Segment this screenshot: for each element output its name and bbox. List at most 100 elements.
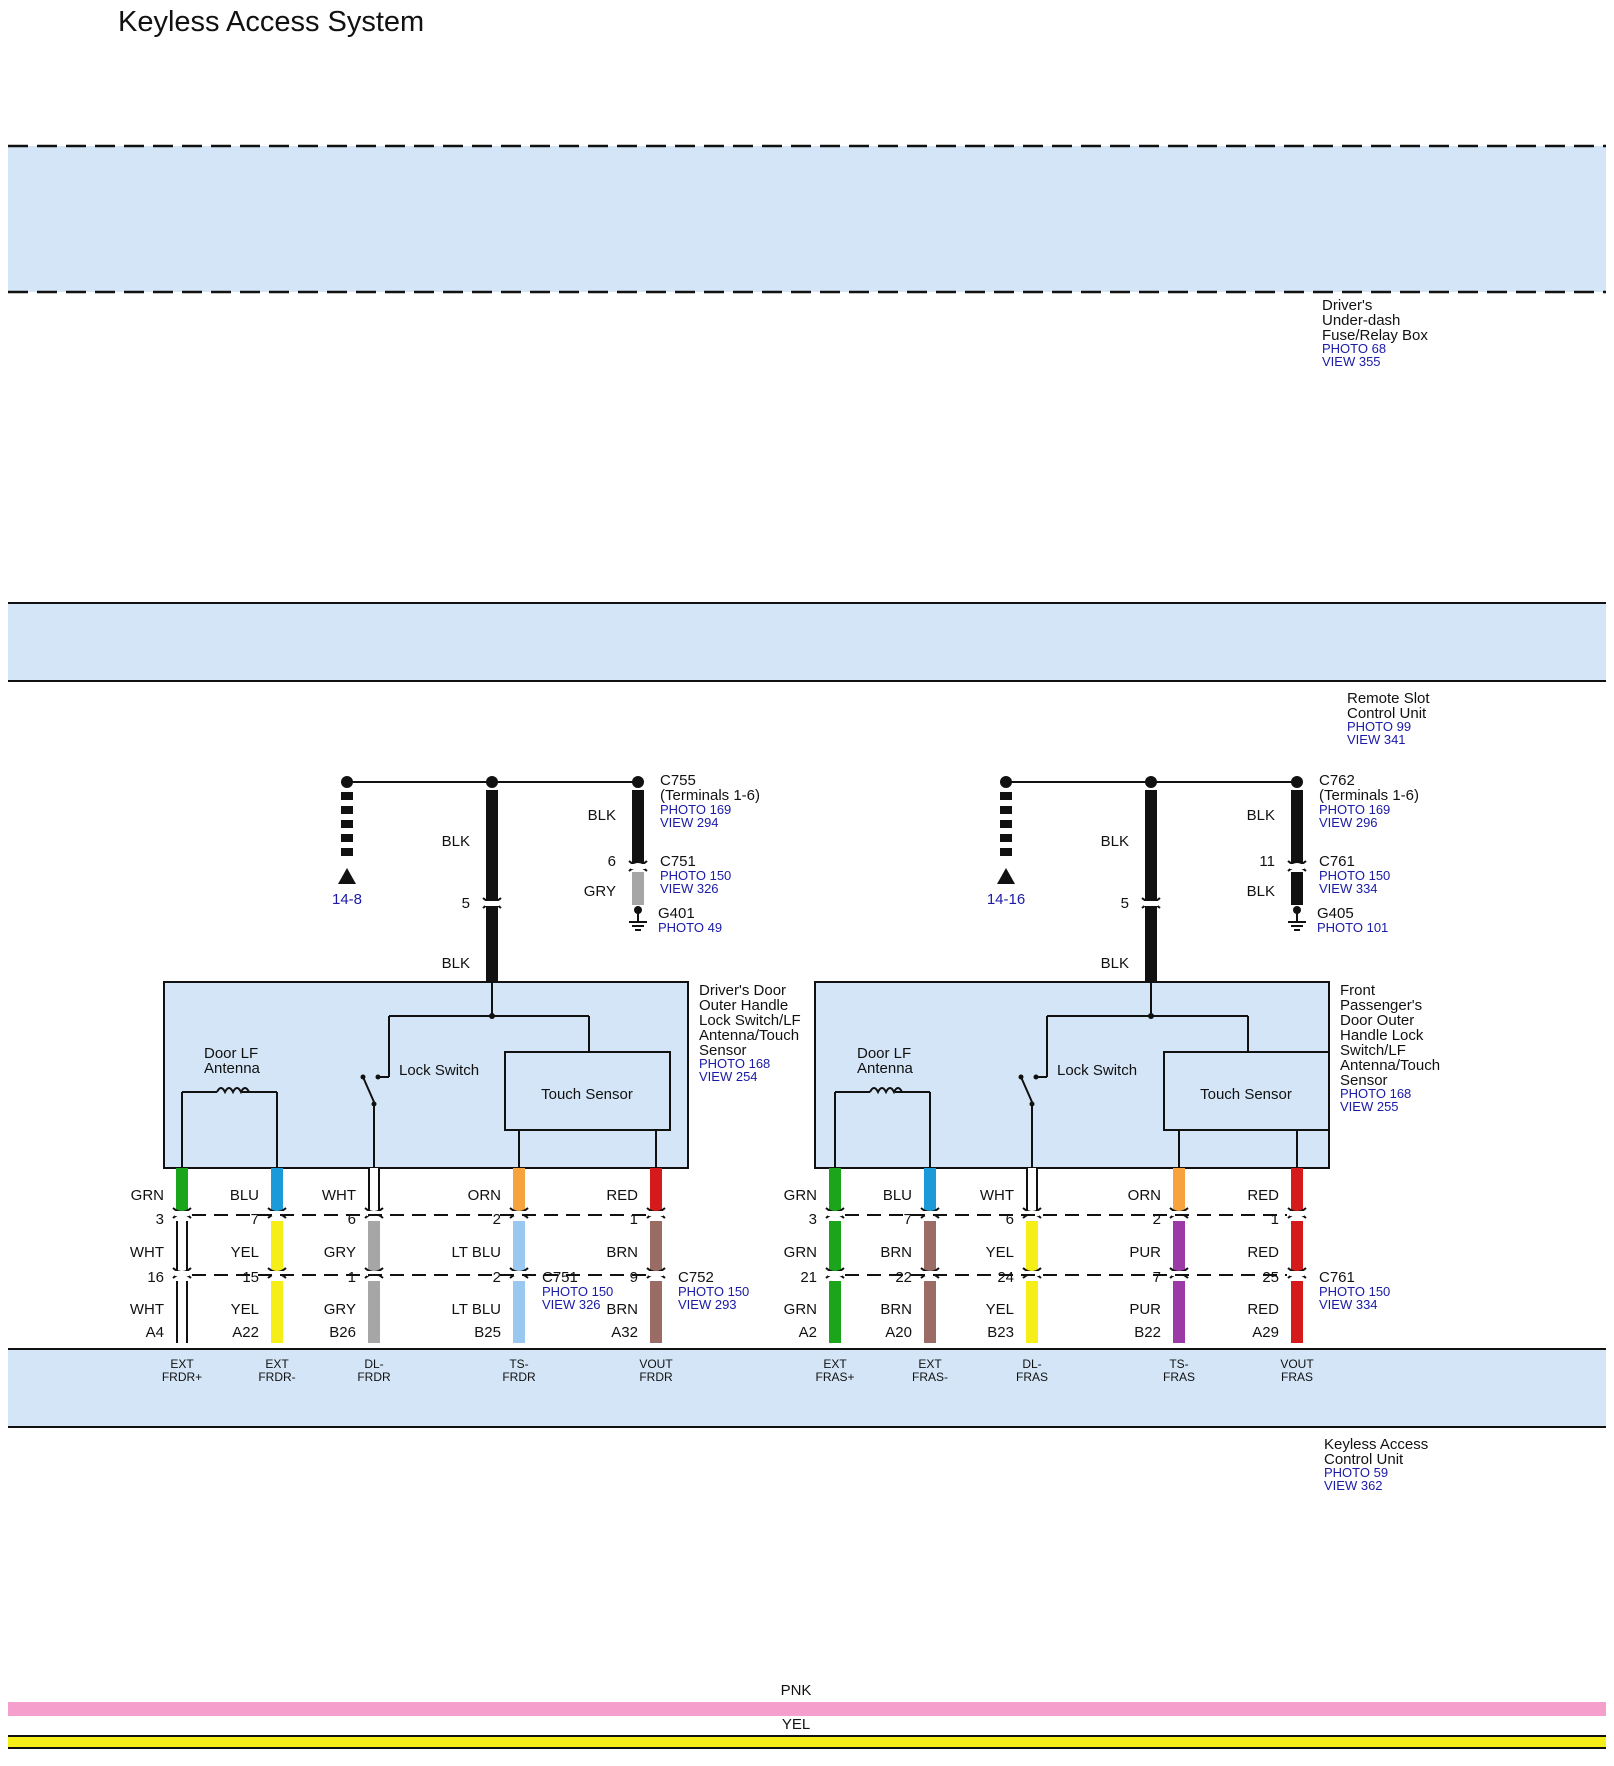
- left-ground-wire-top: [632, 790, 644, 863]
- bottom-wire-pnk: [8, 1702, 1606, 1716]
- connector-gap: [923, 1271, 937, 1276]
- remote-slot-label: Control Unit: [1347, 705, 1427, 722]
- left-antenna-coil: [216, 1087, 250, 1095]
- right-ground-conn-pin: 11: [1259, 853, 1275, 870]
- connector-gap: [1172, 1211, 1186, 1216]
- right-wire-2-terminal: B23: [987, 1324, 1014, 1341]
- left-unit-label: Lock Switch/LF: [699, 1012, 801, 1029]
- fuse-box-label: Driver's: [1322, 297, 1372, 314]
- connector-gap: [631, 864, 645, 869]
- left-splice-right: [632, 776, 644, 788]
- left-wire-1-signal: FRDR-: [258, 1370, 295, 1384]
- right-dashed-wire: [1000, 820, 1012, 828]
- left-conn-a-code: C751: [542, 1269, 578, 1286]
- left-wire-4-signal: FRDR: [639, 1370, 673, 1384]
- left-wire-4-terminal: A32: [611, 1324, 638, 1341]
- right-wire-3-pin1: 2: [1153, 1211, 1161, 1228]
- left-wire-0-color3: WHT: [130, 1301, 164, 1318]
- remote-slot-band: [8, 603, 1606, 681]
- left-wire-0-seg3: [178, 1281, 186, 1343]
- right-ground-symbol-node: [1293, 906, 1301, 914]
- left-wire-4-seg1: [650, 1168, 662, 1215]
- right-wire-4-terminal: A29: [1252, 1324, 1279, 1341]
- right-ground-conn-view-link: VIEW 334: [1319, 881, 1378, 896]
- right-splice-sub: (Terminals 1-6): [1319, 787, 1419, 804]
- left-splice-left: [341, 776, 353, 788]
- left-wire-4-color1: RED: [606, 1187, 638, 1204]
- fuse-box-view-link: VIEW 355: [1322, 354, 1381, 369]
- left-wire-1-pin2: 15: [242, 1269, 259, 1286]
- right-unit-label: Antenna/Touch: [1340, 1057, 1440, 1074]
- left-ref-label: 14-8: [332, 891, 362, 908]
- right-antenna-coil: [869, 1087, 903, 1095]
- right-wire-3-seg1: [1173, 1168, 1185, 1215]
- left-touch-sensor-box: [504, 1051, 671, 1131]
- right-unit-label: Sensor: [1340, 1072, 1388, 1089]
- left-splice-sub: (Terminals 1-6): [660, 787, 760, 804]
- left-center-wire: [486, 790, 498, 1000]
- left-splice-code: C755: [660, 772, 696, 789]
- right-conn-b-photo-link: PHOTO 150: [1319, 1284, 1390, 1299]
- right-wire-4-signal: VOUT: [1280, 1357, 1314, 1371]
- left-ground-code: G401: [658, 905, 695, 922]
- left-unit-label: Sensor: [699, 1042, 747, 1059]
- right-lock-switch-blade: [1020, 1076, 1033, 1103]
- right-wire-1-color3: BRN: [880, 1301, 912, 1318]
- right-wire-4-color1: RED: [1247, 1187, 1279, 1204]
- right-wire-2-seg3: [1026, 1281, 1038, 1343]
- left-wire-3-pin2: 2: [493, 1269, 501, 1286]
- right-wire-2-seg2: [1026, 1221, 1038, 1275]
- left-splice-photo-link: PHOTO 169: [660, 802, 731, 817]
- left-wire-3-terminal: B25: [474, 1324, 501, 1341]
- right-wire-2-signal: FRAS: [1016, 1370, 1048, 1384]
- right-splice-photo-link: PHOTO 169: [1319, 802, 1390, 817]
- connector-gap: [1172, 1271, 1186, 1276]
- left-wire-0-seg2: [178, 1221, 186, 1275]
- left-wire-0-terminal: A4: [146, 1324, 164, 1341]
- right-wire-0-seg3: [829, 1281, 841, 1343]
- right-unit-label: Handle Lock: [1340, 1027, 1424, 1044]
- left-wire-1-pin1: 7: [251, 1211, 259, 1228]
- connector-gap: [270, 1211, 284, 1216]
- right-wire-0-color1: GRN: [784, 1187, 817, 1204]
- right-wire-1-seg2: [924, 1221, 936, 1275]
- right-wire-0-terminal: A2: [799, 1324, 817, 1341]
- left-wire-0-signal: EXT: [170, 1357, 194, 1371]
- right-wire-1-color1: BLU: [883, 1187, 912, 1204]
- right-wire-0-pin2: 21: [800, 1269, 817, 1286]
- control-unit-label: Keyless Access: [1324, 1436, 1428, 1453]
- connector-gap: [649, 1211, 663, 1216]
- right-center-wire: [1145, 790, 1157, 1000]
- left-wire-2-pin2: 1: [348, 1269, 356, 1286]
- right-wire-0-seg2: [829, 1221, 841, 1275]
- right-wire-3-signal: FRAS: [1163, 1370, 1195, 1384]
- left-splice-wire-label: BLK: [588, 807, 616, 824]
- left-wire-3-seg2: [513, 1221, 525, 1275]
- right-wire-4-signal: FRAS: [1281, 1370, 1313, 1384]
- left-wire-2-signal: DL-: [364, 1357, 383, 1371]
- right-unit-box: [814, 981, 1330, 1169]
- right-wire-0-signal: FRAS+: [815, 1370, 854, 1384]
- left-wire-2-terminal: B26: [329, 1324, 356, 1341]
- fuse-box-label: Under-dash: [1322, 312, 1400, 329]
- left-lock-switch-blade: [362, 1076, 375, 1103]
- left-wire-4-pin2: 9: [630, 1269, 638, 1286]
- right-conn-b-view-link: VIEW 334: [1319, 1297, 1378, 1312]
- left-unit-label: Antenna/Touch: [699, 1027, 799, 1044]
- right-lock-switch-label: Lock Switch: [1057, 1062, 1137, 1079]
- left-unit-photo-link: PHOTO 168: [699, 1056, 770, 1071]
- left-wire-0-seg1: [176, 1168, 188, 1215]
- right-wire-0-color2: GRN: [784, 1244, 817, 1261]
- right-ref-label: 14-16: [987, 891, 1025, 908]
- right-unit-photo-link: PHOTO 168: [1340, 1086, 1411, 1101]
- connector-gap: [1144, 901, 1158, 906]
- right-wire-2-color3: YEL: [986, 1301, 1014, 1318]
- connector-gap: [175, 1271, 189, 1276]
- right-wire-1-signal: EXT: [918, 1357, 942, 1371]
- right-wire-2-pin2: 24: [997, 1269, 1014, 1286]
- right-ground-conn-photo-link: PHOTO 150: [1319, 868, 1390, 883]
- right-splice-code: C762: [1319, 772, 1355, 789]
- right-splice-mid: [1145, 776, 1157, 788]
- right-ground-wire-top: [1291, 790, 1303, 863]
- page-title: Keyless Access System: [118, 6, 425, 38]
